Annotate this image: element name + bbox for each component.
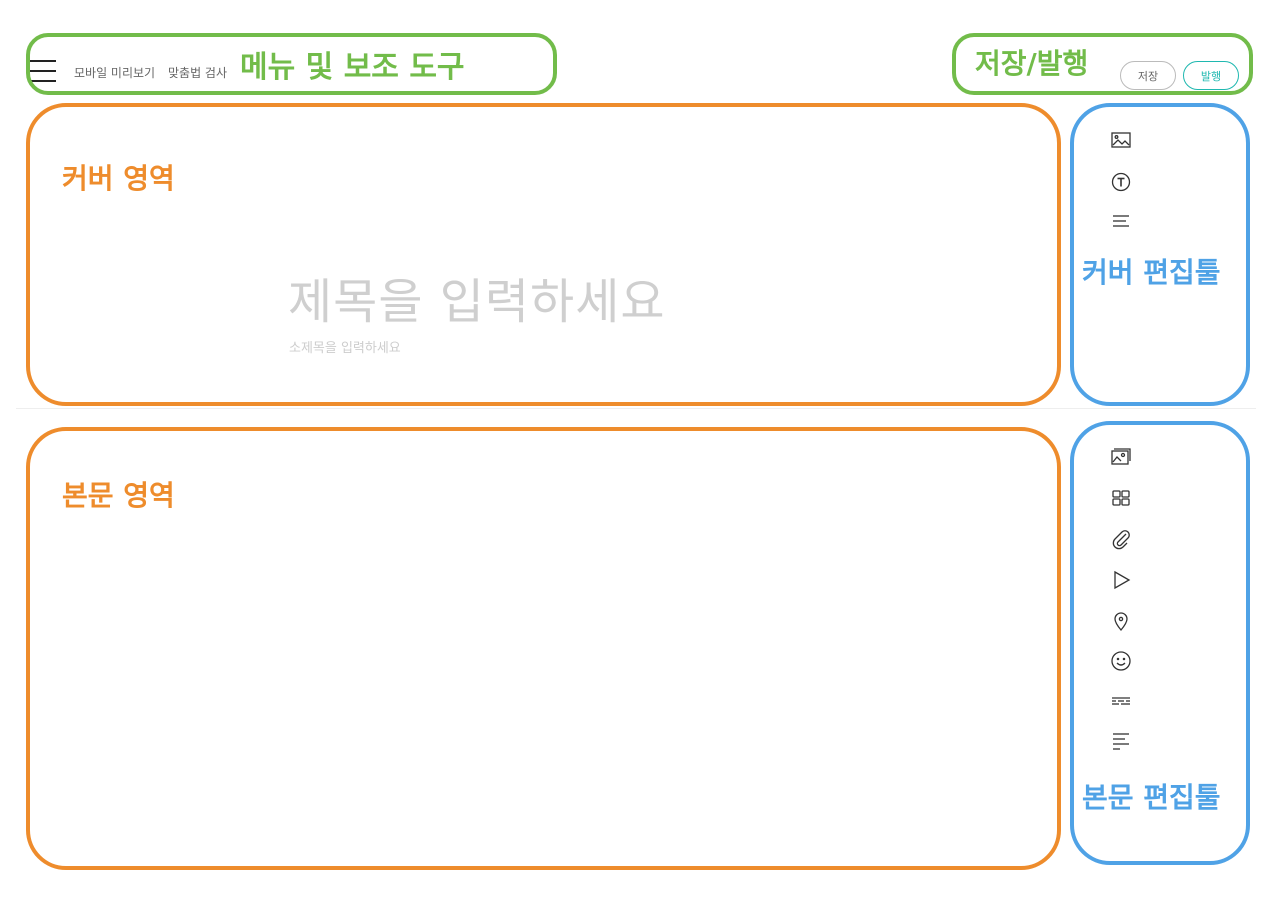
hamburger-bar (30, 70, 56, 72)
cover-area-annotation-label: 커버 영역 (62, 162, 175, 195)
insert-gallery-button[interactable] (1106, 485, 1136, 511)
body-tools-annotation-label: 본문 편집툴 (1082, 781, 1221, 814)
save-publish-annotation-label: 저장/발행 (975, 47, 1089, 80)
insert-emoticon-button[interactable] (1106, 648, 1136, 674)
save-button[interactable]: 저장 (1120, 61, 1176, 90)
text-circle-icon (1111, 172, 1131, 192)
hamburger-bar (30, 60, 56, 62)
cover-image-button[interactable] (1106, 127, 1136, 153)
menu-tools-annotation-label: 메뉴 및 보조 도구 (240, 50, 465, 85)
paperclip-icon (1112, 530, 1130, 550)
grid-icon (1112, 490, 1130, 506)
insert-divider-button[interactable] (1106, 688, 1136, 714)
mobile-preview-link[interactable]: 모바일 미리보기 (74, 66, 156, 80)
cover-title-style-button[interactable] (1106, 169, 1136, 195)
insert-photo-button[interactable] (1106, 444, 1136, 470)
smiley-icon (1111, 651, 1131, 671)
play-icon (1114, 570, 1131, 590)
map-pin-icon (1114, 612, 1128, 632)
spell-check-link[interactable]: 맞춤법 검사 (168, 66, 228, 80)
align-icon (1113, 215, 1129, 227)
title-input[interactable]: 제목을 입력하세요 (288, 274, 666, 330)
cover-area-annotation-box (26, 103, 1061, 406)
cover-body-divider (16, 408, 1256, 409)
paragraph-icon (1113, 733, 1129, 750)
image-icon (1111, 132, 1131, 148)
hamburger-menu-icon[interactable] (30, 60, 56, 82)
body-area-annotation-box (26, 427, 1061, 870)
insert-place-button[interactable] (1106, 608, 1136, 634)
publish-button[interactable]: 발행 (1183, 61, 1239, 90)
paragraph-style-button[interactable] (1106, 728, 1136, 754)
attach-file-button[interactable] (1106, 526, 1136, 552)
subtitle-input[interactable]: 소제목을 입력하세요 (289, 341, 401, 356)
body-area-annotation-label: 본문 영역 (62, 479, 175, 512)
photo-icon (1111, 448, 1131, 465)
cover-align-button[interactable] (1106, 208, 1136, 234)
insert-video-button[interactable] (1106, 567, 1136, 593)
cover-tools-annotation-label: 커버 편집툴 (1082, 256, 1221, 289)
divider-line-icon (1112, 697, 1130, 705)
hamburger-bar (30, 80, 56, 82)
